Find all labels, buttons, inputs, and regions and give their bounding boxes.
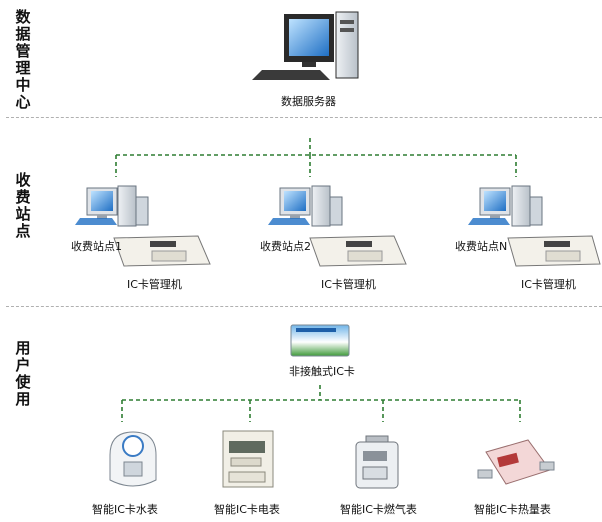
ic-card-manager-icon	[309, 235, 407, 267]
layer-label-user: 用 户 使 用	[14, 340, 32, 408]
ic-card-manager-icon	[507, 235, 601, 267]
station-name: 收费站点1	[71, 240, 122, 253]
station-device-label: IC卡管理机	[127, 278, 182, 291]
layer-char: 点	[15, 222, 31, 240]
layer-char: 中	[15, 76, 31, 94]
layer-char: 站	[15, 205, 31, 223]
station-device-label: IC卡管理机	[321, 278, 376, 291]
station-links	[115, 138, 517, 177]
layer-char: 管	[15, 42, 31, 60]
water-meter-icon	[109, 431, 157, 487]
layer-char: 用	[15, 390, 31, 408]
meter-label: 智能IC卡热量表	[474, 503, 551, 516]
layer-char: 户	[15, 356, 31, 374]
layer-char: 用	[15, 339, 31, 357]
layer-char: 收	[15, 171, 31, 189]
station-name: 收费站点N	[455, 240, 508, 253]
meter-label: 智能IC卡燃气表	[340, 503, 417, 516]
station-device-label: IC卡管理机	[521, 278, 576, 291]
meter-label: 智能IC卡电表	[214, 503, 280, 516]
gas-meter-icon	[355, 435, 399, 489]
electric-meter-icon	[222, 430, 274, 488]
layer-char: 心	[15, 93, 31, 111]
station-computer-icon	[468, 185, 543, 227]
layer-char: 使	[15, 373, 31, 391]
station-name: 收费站点2	[260, 240, 311, 253]
meter-label: 智能IC卡水表	[92, 503, 158, 516]
layer-separator	[6, 117, 602, 118]
layer-char: 数	[15, 8, 31, 26]
server-label: 数据服务器	[281, 95, 336, 108]
layer-label-charging: 收 费 站 点	[14, 172, 32, 240]
layer-separator	[6, 306, 602, 307]
layer-label-data-center: 数 据 管 理 中 心	[14, 9, 32, 111]
layer-char: 费	[15, 188, 31, 206]
layer-char: 理	[15, 59, 31, 77]
ic-card-manager-icon	[113, 235, 211, 267]
desktop-computer-icon	[252, 11, 359, 80]
layer-char: 据	[15, 25, 31, 43]
heat-meter-icon	[477, 439, 555, 485]
card-label: 非接触式IC卡	[289, 365, 355, 378]
ic-card-icon	[290, 324, 350, 357]
station-computer-icon	[75, 185, 149, 227]
meter-links	[121, 385, 521, 422]
station-computer-icon	[268, 185, 343, 227]
